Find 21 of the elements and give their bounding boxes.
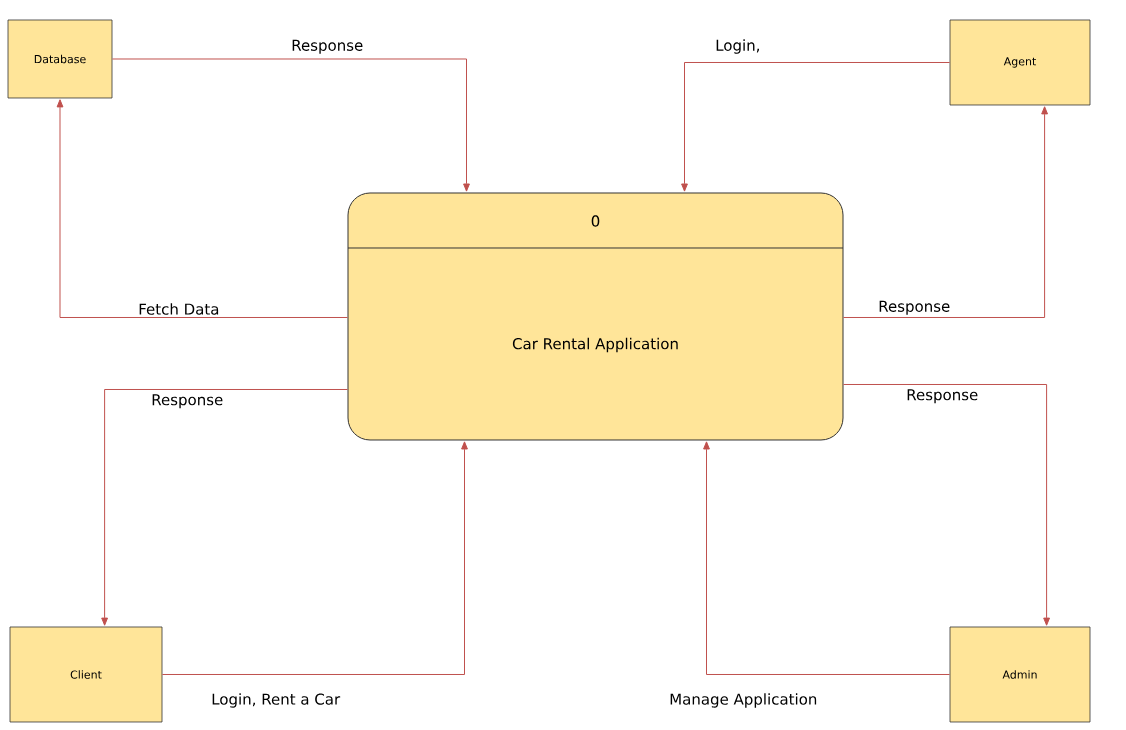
arrow xyxy=(111,58,470,192)
arrow xyxy=(703,441,951,675)
arrow xyxy=(843,106,1048,318)
arrow xyxy=(843,384,1050,626)
entity-box: Database xyxy=(7,19,113,99)
arrow xyxy=(56,99,348,318)
edge-label: Login, xyxy=(716,39,759,54)
edge-label: Manage Application xyxy=(670,693,817,708)
edge-label: Response xyxy=(879,300,950,315)
arrow xyxy=(161,441,468,675)
process-box: 0 Car Rental Application xyxy=(347,192,844,441)
arrow xyxy=(681,62,951,192)
edge-label: Response xyxy=(907,389,978,404)
edge-label: Fetch Data xyxy=(139,303,219,315)
edge-label: Login, Rent a Car xyxy=(212,693,341,708)
entity-box: Admin xyxy=(949,626,1091,723)
edge-label: Response xyxy=(292,39,363,54)
edge-label: Response xyxy=(152,394,223,409)
arrow xyxy=(101,389,348,626)
entity-box: Agent xyxy=(949,19,1091,106)
entity-box: Client xyxy=(9,626,163,723)
